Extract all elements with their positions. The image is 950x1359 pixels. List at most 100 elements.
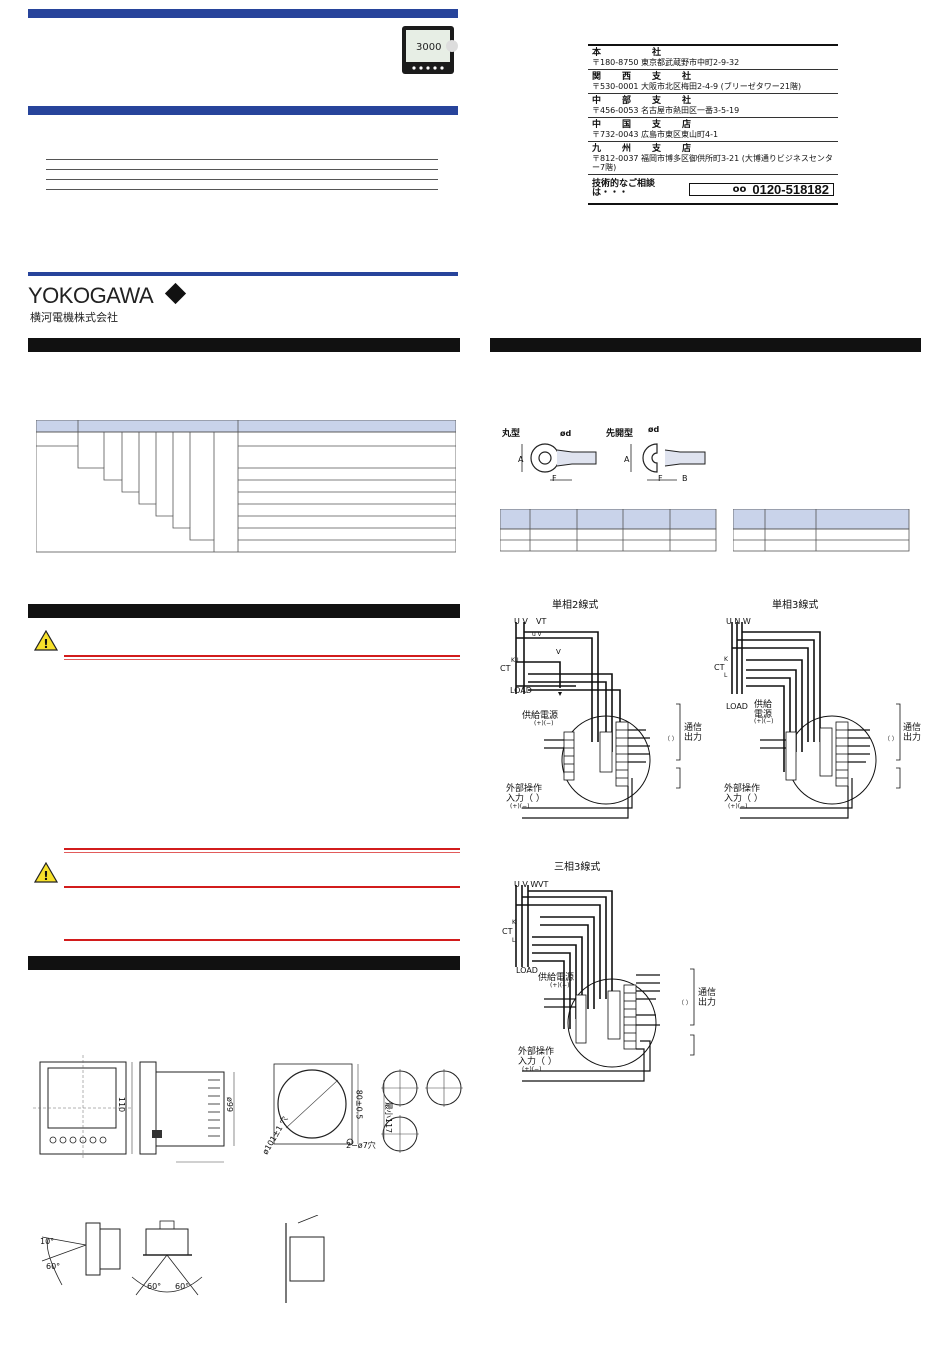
terminal-size-table-1 bbox=[500, 509, 717, 552]
caution-red-line-1 bbox=[64, 655, 460, 657]
t3-paren: （ ） bbox=[678, 1000, 692, 1007]
s2-comm-label: 通信 bbox=[684, 723, 703, 733]
section-bar-caution bbox=[28, 604, 460, 618]
diamond-icon bbox=[165, 282, 187, 305]
dim-pitch: 最小117 bbox=[384, 1101, 394, 1134]
svg-text:V: V bbox=[556, 648, 561, 656]
company-name-jp: 横河電機株式会社 bbox=[30, 311, 118, 324]
fork-f-label: F bbox=[658, 474, 663, 483]
round-a-label: A bbox=[518, 455, 524, 464]
meter-product-photo: 3000 bbox=[402, 26, 458, 74]
office-address: 〒812-0037 福岡市博多区御供所町3-21 (大博通りビジネスセンター7階… bbox=[592, 154, 833, 172]
header-bar-third bbox=[28, 272, 458, 276]
office-address: 〒530-0001 大阪市北区梅田2-4-9 (ブリーゼタワー21階) bbox=[592, 82, 802, 91]
caution-red-line-2 bbox=[64, 848, 460, 850]
contact-label: 技術的なご相談は・・・ bbox=[592, 179, 656, 198]
section-bar-model-code bbox=[28, 338, 460, 352]
s2-pm-label: (+)(−) bbox=[534, 720, 554, 727]
rule-line-3 bbox=[46, 179, 438, 180]
s3-l: L bbox=[724, 672, 728, 679]
wiring-diagram-single-3 bbox=[731, 622, 901, 819]
wiring-diagram-single-2: V bbox=[515, 622, 681, 819]
t3-load-label: LOAD bbox=[516, 966, 538, 975]
caution-red-line-4 bbox=[64, 939, 460, 941]
contact-row: 技術的なご相談は・・・ oo 0120-518182 bbox=[588, 175, 838, 205]
caution-red-line-2b bbox=[64, 852, 460, 853]
s3-ext-label: 外部操作 bbox=[724, 784, 761, 794]
s2-input-label: 入力（ ） bbox=[506, 794, 545, 804]
svg-text:!: ! bbox=[43, 869, 48, 883]
fork-terminal-label: 先開型 bbox=[606, 429, 634, 439]
office-name: 中 部 支 社 bbox=[592, 96, 698, 106]
s2-out-label: 出力 bbox=[684, 733, 703, 743]
svg-text:!: ! bbox=[43, 637, 48, 651]
s3-pm2-label: (+)(−) bbox=[728, 803, 748, 810]
angle-60-left: 60° bbox=[147, 1282, 162, 1291]
wiring-title-single-2: 単相2線式 bbox=[552, 600, 599, 611]
section-bar-dimensions bbox=[28, 956, 460, 970]
dim-hole: 2−ø7穴 bbox=[346, 1141, 376, 1150]
angle-10: 10° bbox=[40, 1237, 55, 1246]
s3-ct-label: CT bbox=[714, 663, 725, 672]
s2-paren: （ ） bbox=[664, 736, 678, 743]
office-name: 九 州 支 店 bbox=[592, 144, 698, 154]
dim-80: 80±0.5 bbox=[354, 1089, 364, 1120]
s3-supply1: 供給 bbox=[754, 700, 773, 710]
yokogawa-logo: YOKOGAWA bbox=[28, 282, 187, 309]
s2-vt-label: VT bbox=[536, 617, 547, 626]
t3-k: K bbox=[512, 919, 516, 926]
s3-pm-label: (+)(−) bbox=[754, 718, 774, 725]
dimension-drawings bbox=[33, 1055, 463, 1163]
office-address: 〒732-0043 広島市東区東山町4-1 bbox=[592, 130, 719, 139]
round-terminal-label: 丸型 bbox=[502, 429, 521, 439]
header-bar-top bbox=[28, 9, 458, 18]
office-address: 〒180-8750 東京都武蔵野市中町2-9-32 bbox=[592, 58, 740, 67]
t3-ext-label: 外部操作 bbox=[518, 1047, 555, 1057]
s2-ct-label: CT bbox=[500, 664, 511, 673]
office-address: 〒456-0053 名古屋市熱田区一番3-5-19 bbox=[592, 106, 740, 115]
s2-load-label: LOAD bbox=[510, 686, 532, 695]
free-dial-icon: oo bbox=[732, 183, 747, 195]
logo-text: YOKOGAWA bbox=[28, 283, 154, 308]
wiring-title-single-3: 単相3線式 bbox=[772, 600, 819, 611]
office-item: 関 西 支 社 〒530-0001 大阪市北区梅田2-4-9 (ブリーゼタワー2… bbox=[588, 70, 838, 94]
s2-ext-label: 外部操作 bbox=[506, 784, 543, 794]
caution-red-line-1b bbox=[64, 659, 460, 660]
t3-uvw-label: U V W bbox=[514, 880, 539, 889]
office-item: 九 州 支 店 〒812-0037 福岡市博多区御供所町3-21 (大博通りビジ… bbox=[588, 142, 838, 175]
office-item: 中 国 支 店 〒732-0043 広島市東区東山町4-1 bbox=[588, 118, 838, 142]
office-item: 本 社 〒180-8750 東京都武蔵野市中町2-9-32 bbox=[588, 46, 838, 70]
angle-60-right: 60° bbox=[175, 1282, 190, 1291]
office-name: 中 国 支 店 bbox=[592, 120, 698, 130]
s3-out-label: 出力 bbox=[903, 733, 922, 743]
t3-pm-label: (+)(−) bbox=[550, 982, 570, 989]
fork-d-label: ød bbox=[648, 425, 660, 434]
round-d-label: ød bbox=[560, 429, 572, 438]
s3-k: K bbox=[724, 656, 728, 663]
fork-terminal-drawing bbox=[630, 443, 706, 481]
s2-pm2-label: (+)(−) bbox=[510, 803, 530, 810]
rule-line-2 bbox=[46, 169, 438, 170]
s3-supply2: 電源 bbox=[754, 710, 773, 720]
t3-comm-label: 通信 bbox=[698, 988, 717, 998]
dim-d99: ø99 bbox=[225, 1096, 235, 1113]
s2-supply-label: 供給電源 bbox=[522, 711, 559, 721]
rule-line-4 bbox=[46, 189, 438, 190]
s2-uv-label: U V bbox=[514, 617, 528, 626]
s3-unw-label: U N W bbox=[726, 617, 751, 626]
svg-text:3000: 3000 bbox=[416, 42, 441, 53]
angle-60: 60° bbox=[46, 1262, 61, 1271]
t3-ct-label: CT bbox=[502, 927, 513, 936]
dim-110: 110 bbox=[117, 1096, 127, 1113]
wiring-title-three-3: 三相3線式 bbox=[554, 862, 601, 873]
t3-vt-label: VT bbox=[538, 880, 549, 889]
s3-paren: （ ） bbox=[884, 736, 898, 743]
contact-phone: 0120-518182 bbox=[752, 181, 829, 197]
warning-triangle-icon-2: ! bbox=[34, 862, 58, 883]
t3-l: L bbox=[512, 937, 516, 944]
t3-input-label: 入力（ ） bbox=[518, 1057, 557, 1067]
header-bar-second bbox=[28, 106, 458, 115]
warning-triangle-icon: ! bbox=[34, 630, 58, 651]
rule-line-1 bbox=[46, 159, 438, 160]
phone-box: oo 0120-518182 bbox=[688, 181, 834, 197]
